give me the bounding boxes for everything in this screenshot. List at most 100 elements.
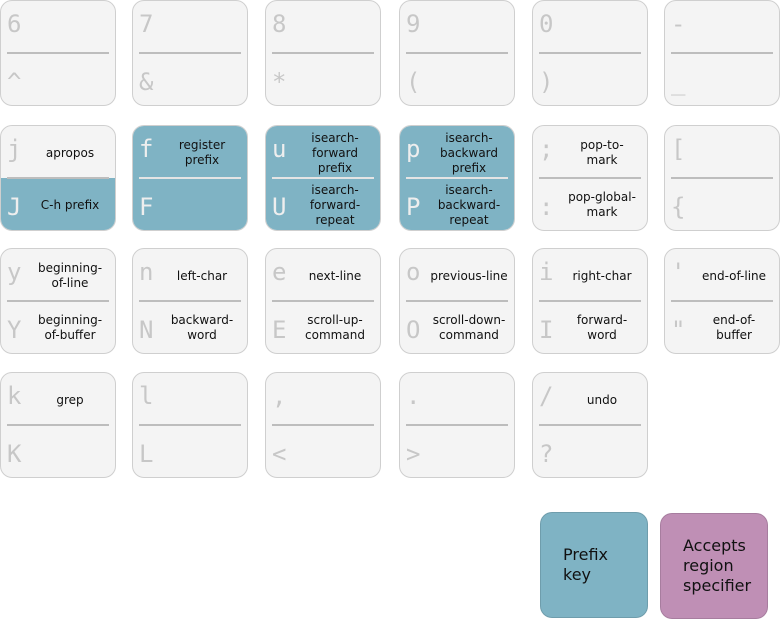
- legend-region-specifier: Accepts region specifier: [660, 513, 768, 619]
- key-char: ?: [539, 440, 554, 468]
- key-char: n: [139, 258, 154, 286]
- key-char: .: [406, 382, 421, 410]
- key-divider: [139, 177, 241, 179]
- key-divider: [139, 52, 241, 54]
- key-char: I: [539, 316, 554, 344]
- key-command: left-char: [176, 268, 228, 283]
- key-command: [563, 425, 641, 477]
- key-command: [163, 178, 241, 230]
- key-command: beginning- of-line: [37, 261, 103, 290]
- key-command: end-of-buffer: [712, 313, 756, 342]
- key-char: l: [139, 382, 154, 410]
- key-char: /: [539, 382, 554, 410]
- key-l-lower: L: [133, 425, 247, 477]
- key-semicolon-lower: :pop-global- mark: [533, 178, 647, 230]
- key-char: 7: [139, 10, 154, 38]
- key-minus-upper: -: [665, 1, 779, 53]
- key-char: e: [272, 258, 287, 286]
- key-command: [563, 1, 641, 53]
- key-0-upper: 0: [533, 1, 647, 53]
- key-command: [563, 53, 641, 105]
- key-command: [31, 53, 109, 105]
- key-command: backward- word: [170, 313, 234, 342]
- key-divider: [671, 52, 773, 54]
- key-p-upper: p isearch- backward prefix: [400, 126, 514, 178]
- key-minus-lower: _: [665, 53, 779, 105]
- key-char: (: [406, 68, 421, 96]
- key-period-lower: >: [400, 425, 514, 477]
- key-char: O: [406, 316, 421, 344]
- key-slash-upper: / undo: [533, 373, 647, 425]
- key-char: P: [406, 193, 421, 221]
- key-command: isearch- forward prefix: [311, 130, 359, 175]
- key-command: [695, 126, 773, 178]
- key-command: [430, 1, 508, 53]
- key-command: [296, 53, 374, 105]
- key-char: ): [539, 68, 554, 96]
- key-divider: [7, 52, 109, 54]
- key-char: [: [671, 135, 686, 163]
- key-char: p: [406, 135, 421, 163]
- key-n-upper: n left-char: [133, 249, 247, 301]
- key-command: beginning- of-buffer: [37, 313, 103, 342]
- key-quote-lower: "end-of-buffer: [665, 301, 779, 353]
- key-command: [430, 425, 508, 477]
- key-char: Y: [7, 316, 22, 344]
- key-quote: 'end-of-line "end-of-buffer: [664, 248, 780, 354]
- key-comma-upper: ,: [266, 373, 380, 425]
- key-0: 0 ): [532, 0, 648, 106]
- key-command: undo: [586, 392, 618, 407]
- key-char: k: [7, 382, 22, 410]
- key-command: [430, 373, 508, 425]
- key-divider: [406, 177, 508, 179]
- key-char: N: [139, 316, 154, 344]
- key-char: u: [272, 135, 287, 163]
- key-comma-lower: <: [266, 425, 380, 477]
- key-divider: [272, 424, 374, 426]
- key-command: [296, 1, 374, 53]
- key-command: isearch- forward- repeat: [309, 182, 361, 227]
- key-command: [31, 1, 109, 53]
- key-command: [695, 1, 773, 53]
- key-command: [296, 425, 374, 477]
- key-char: 0: [539, 10, 554, 38]
- key-period: . >: [399, 372, 515, 478]
- key-char: <: [272, 440, 287, 468]
- key-divider: [406, 52, 508, 54]
- key-char: K: [7, 440, 22, 468]
- key-char: *: [272, 68, 287, 96]
- key-divider: [7, 424, 109, 426]
- key-char: -: [671, 10, 686, 38]
- key-char: {: [671, 193, 686, 221]
- key-command: [296, 373, 374, 425]
- legend-prefix-label: Prefix key: [563, 545, 608, 584]
- key-9: 9 (: [399, 0, 515, 106]
- key-char: L: [139, 440, 154, 468]
- key-char: J: [7, 193, 22, 221]
- key-command: apropos: [45, 145, 95, 160]
- key-char: 8: [272, 10, 287, 38]
- key-command: [695, 178, 773, 230]
- key-char: U: [272, 193, 287, 221]
- key-7-upper: 7: [133, 1, 247, 53]
- key-bracket-upper: [: [665, 126, 779, 178]
- key-semicolon-upper: ;pop-to- mark: [533, 126, 647, 178]
- key-divider: [539, 424, 641, 426]
- key-char: &: [139, 68, 154, 96]
- key-char: >: [406, 440, 421, 468]
- key-command: isearch- backward prefix: [439, 130, 499, 175]
- key-6: 6 ^: [0, 0, 116, 106]
